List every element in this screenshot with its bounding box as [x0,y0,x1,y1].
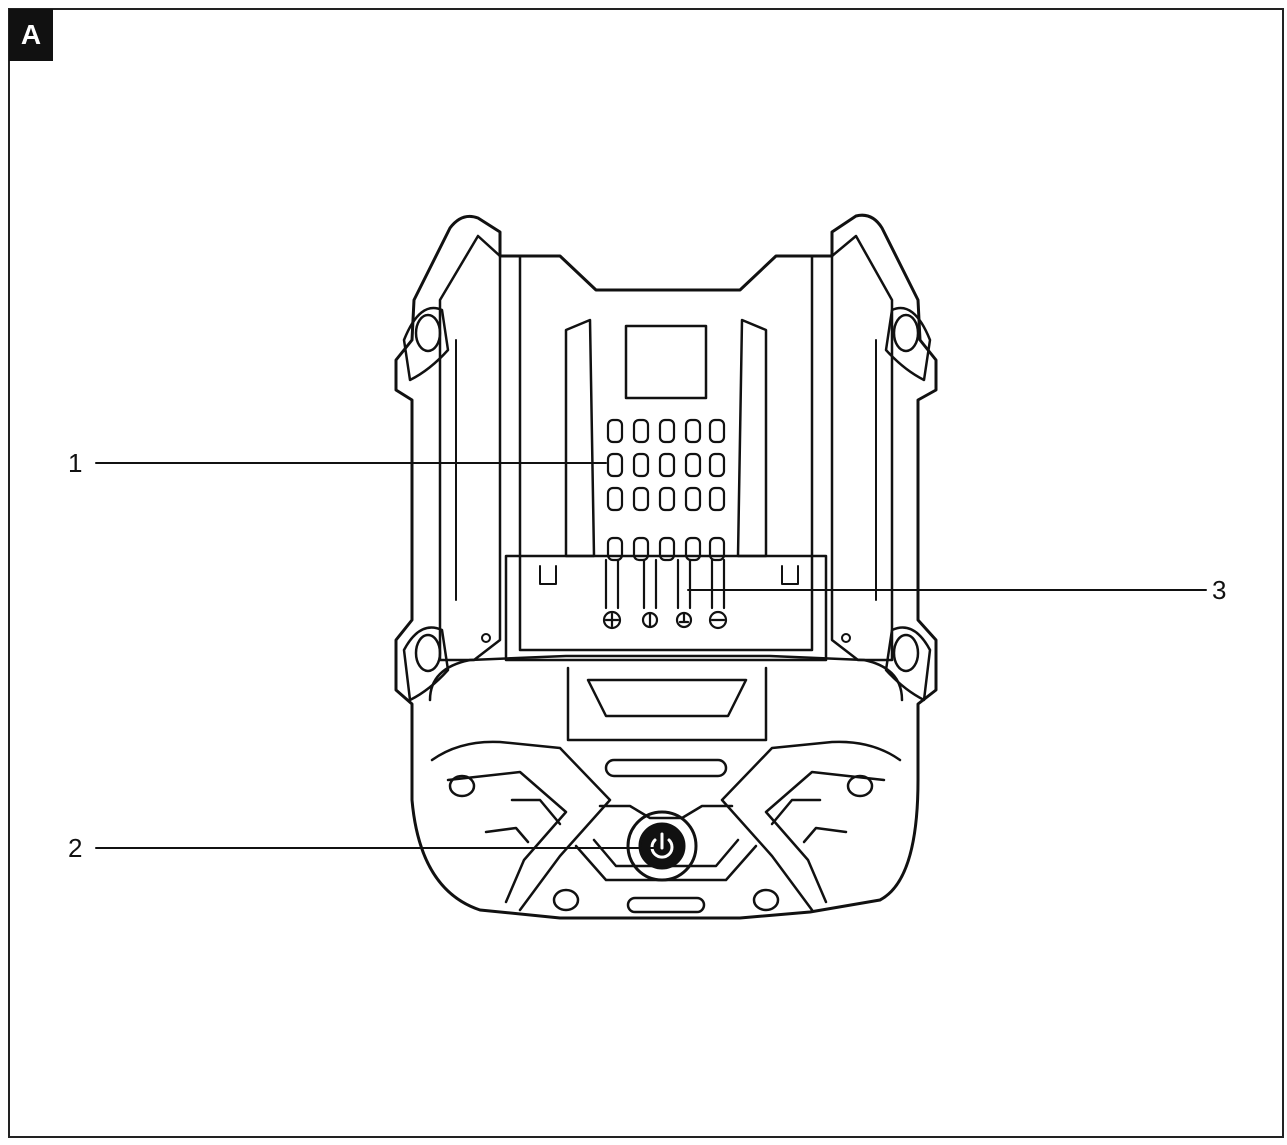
figure-frame [8,8,1284,1138]
charger-front-face [428,654,904,914]
callout-labels: 1 2 3 [68,448,1226,863]
callout-number-1: 1 [68,448,82,478]
vent-grid [606,418,726,562]
power-icon [650,832,674,859]
figure-tag: A [9,9,53,61]
charger-housing [394,213,938,920]
plus-terminal-icon [602,610,622,630]
battery-slot [481,254,851,662]
sensor-terminal-icon [641,611,659,629]
callout-number-2: 2 [68,833,82,863]
minus-terminal-icon [708,610,728,630]
callout-number-3: 3 [1212,575,1226,605]
temperature-terminal-icon [675,611,693,629]
power-button [626,810,698,882]
battery-contacts [602,558,728,630]
callout-leaders [95,462,1207,849]
